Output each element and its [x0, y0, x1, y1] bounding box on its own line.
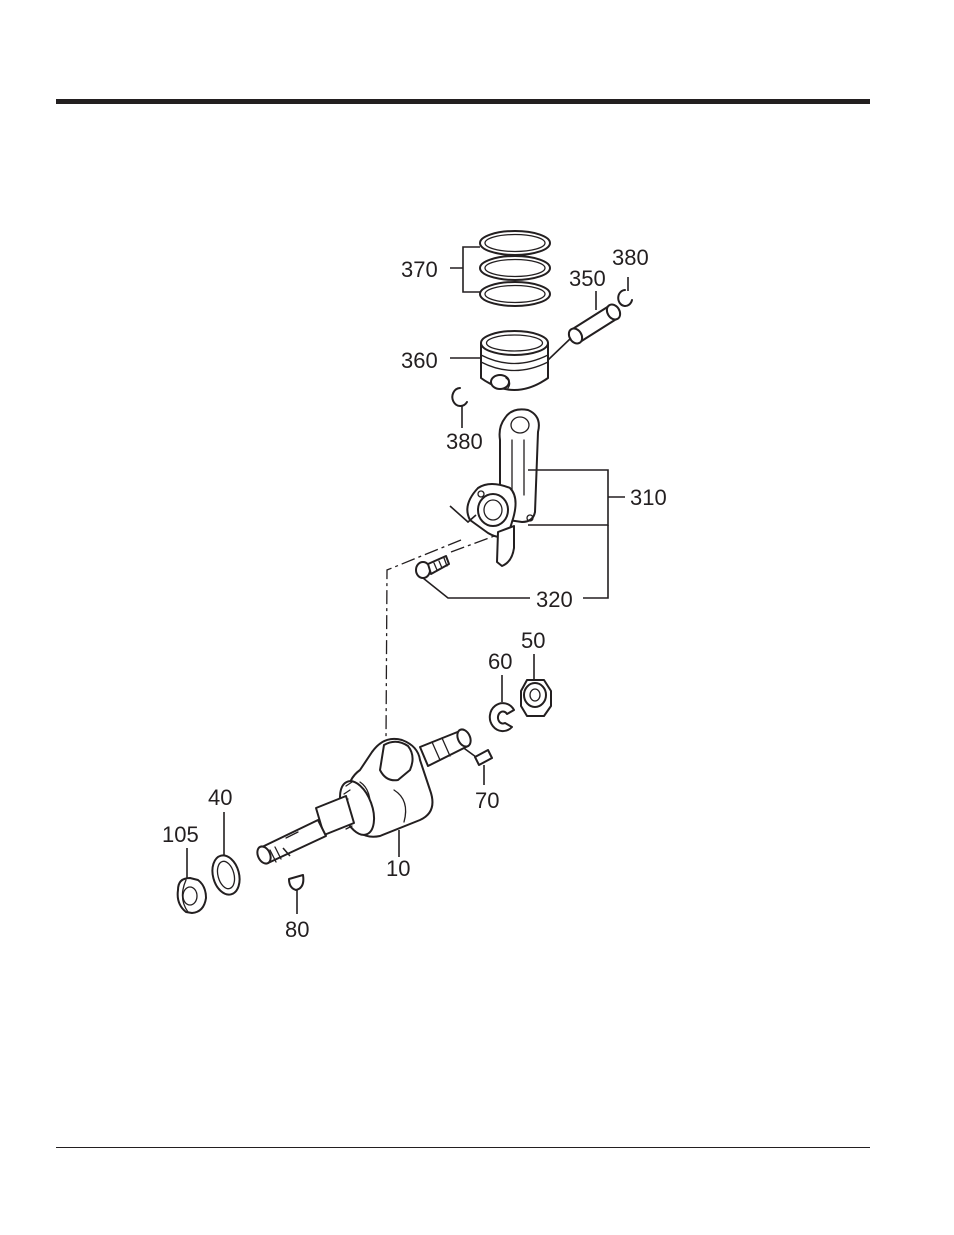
leader-310	[528, 470, 625, 525]
label-10: 10	[386, 856, 410, 881]
piston-rings	[480, 231, 550, 306]
label-40: 40	[208, 785, 232, 810]
leader-370	[450, 247, 480, 292]
lock-washer	[490, 703, 514, 731]
circlip-bottom	[452, 388, 467, 406]
crankshaft	[255, 727, 473, 865]
label-60: 60	[488, 649, 512, 674]
label-80: 80	[285, 917, 309, 942]
assembly-line-bolt	[451, 535, 497, 552]
label-105: 105	[162, 822, 199, 847]
piston	[481, 331, 548, 390]
label-310: 310	[630, 485, 667, 510]
label-350: 350	[569, 266, 606, 291]
label-50: 50	[521, 628, 545, 653]
rod-bolt	[416, 556, 449, 578]
label-380-bottom: 380	[446, 429, 483, 454]
label-320: 320	[536, 587, 573, 612]
leader-350-piston	[548, 338, 571, 360]
washer-40	[208, 852, 243, 897]
piston-pin	[566, 302, 623, 346]
oil-seal	[178, 878, 206, 913]
key-80	[289, 875, 303, 890]
flange-nut	[521, 680, 551, 716]
label-360: 360	[401, 348, 438, 373]
leader-320	[423, 525, 608, 598]
label-380-top: 380	[612, 245, 649, 270]
label-370: 370	[401, 257, 438, 282]
circlip-top	[618, 290, 632, 306]
label-70: 70	[475, 788, 499, 813]
key-70	[475, 750, 492, 765]
